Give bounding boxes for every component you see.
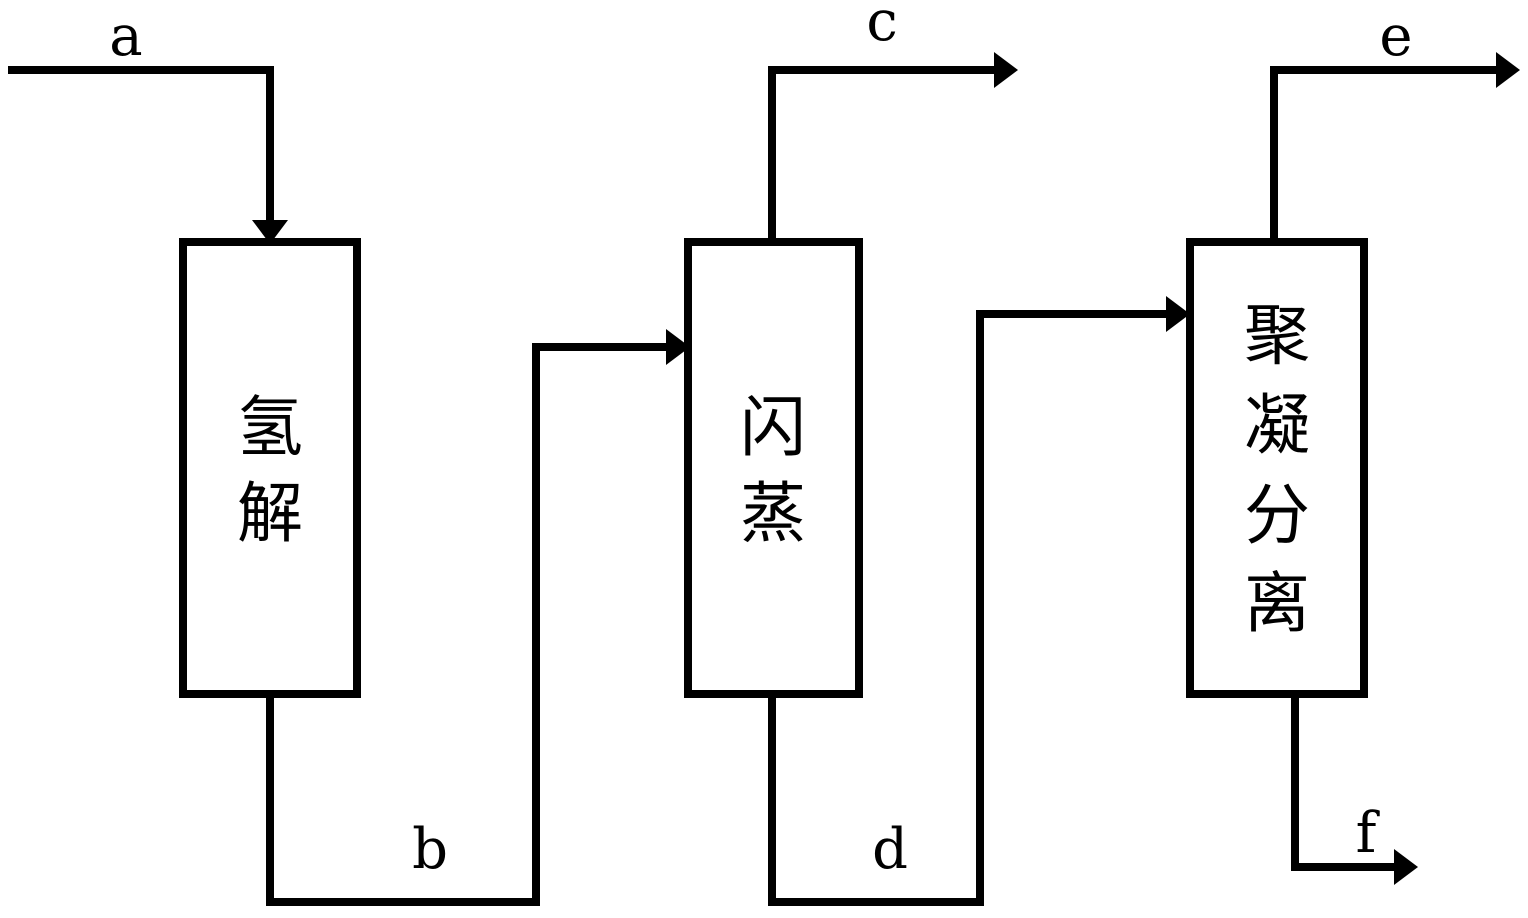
separation-label-char-1: 聚 — [1244, 297, 1310, 374]
separation-label-char-4: 离 — [1244, 565, 1310, 642]
stream-d-label: d — [872, 817, 908, 882]
separation-label-char-2: 凝 — [1244, 387, 1310, 464]
stream-c-label: c — [866, 0, 897, 54]
stream-a-label: a — [109, 4, 142, 69]
stream-f-line — [1291, 692, 1400, 871]
hydrolysis-label-char-2: 解 — [237, 475, 303, 552]
stream-d-arrowhead — [1166, 296, 1190, 332]
stream-b-arrowhead — [666, 329, 690, 365]
stream-e-line — [1270, 66, 1502, 246]
stream-a-arrowhead — [252, 220, 288, 244]
stream-c-arrowhead — [994, 52, 1018, 88]
hydrolysis-label-char-1: 氢 — [237, 389, 303, 466]
hydrolysis-unit-box — [179, 238, 361, 698]
stream-e-arrowhead — [1496, 52, 1520, 88]
stream-e — [1270, 52, 1520, 246]
stream-d — [768, 296, 1190, 906]
flash-unit-box — [684, 238, 863, 698]
stream-f — [1291, 692, 1418, 885]
stream-f-label: f — [1356, 801, 1381, 866]
stream-c-line — [768, 66, 1000, 246]
stream-c — [768, 52, 1018, 246]
stream-b-line — [266, 343, 672, 906]
separation-unit-box — [1186, 238, 1368, 698]
stream-f-arrowhead — [1394, 849, 1418, 885]
separation-label-char-3: 分 — [1244, 477, 1310, 554]
flash-label-char-2: 蒸 — [740, 475, 806, 552]
stream-d-line — [768, 310, 1172, 906]
flash-label-char-1: 闪 — [740, 389, 806, 466]
stream-a-line — [8, 66, 274, 226]
stream-b — [266, 329, 690, 906]
stream-b-label: b — [412, 817, 448, 882]
stream-a — [8, 66, 288, 244]
stream-e-label: e — [1379, 4, 1412, 69]
